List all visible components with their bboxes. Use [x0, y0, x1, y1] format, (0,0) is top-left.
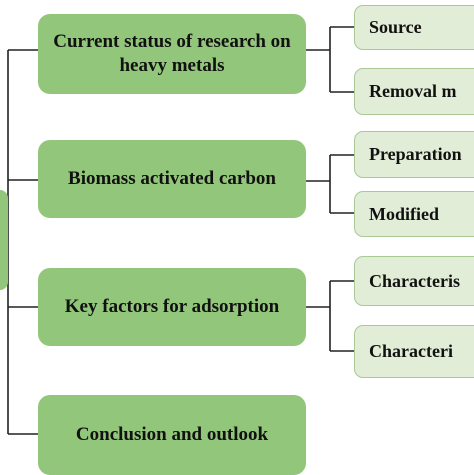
topic-label: Key factors for adsorption: [64, 296, 280, 317]
subtopic-characteristics-1: Characteris: [354, 256, 474, 306]
root-node-edge: [0, 190, 8, 290]
subtopic-label: Characteris: [369, 270, 460, 291]
topic-label: Current status of research on heavy meta…: [53, 31, 291, 76]
topic-conclusion-outlook: Conclusion and outlook: [38, 395, 306, 475]
subtopic-label: Characteri: [369, 341, 453, 361]
topic-biomass-activated-carbon: Biomass activated carbon: [38, 140, 306, 218]
topic-label: Conclusion and outlook: [75, 424, 269, 445]
topic-key-factors: Key factors for adsorption: [38, 268, 306, 346]
topic-current-status: Current status of research on heavy meta…: [38, 14, 306, 94]
topic-label: Biomass activated carbon: [68, 168, 276, 189]
subtopic-modified: Modified: [354, 191, 474, 237]
subtopic-label: Modified: [369, 203, 439, 224]
subtopic-label: Source: [369, 17, 422, 37]
subtopic-characteristics-2: Characteri: [354, 325, 474, 378]
subtopic-source: Source: [354, 5, 474, 50]
subtopic-label: Removal m: [369, 81, 457, 101]
subtopic-label: Preparation: [369, 144, 462, 164]
subtopic-preparation: Preparation: [354, 131, 474, 178]
subtopic-removal: Removal m: [354, 68, 474, 115]
